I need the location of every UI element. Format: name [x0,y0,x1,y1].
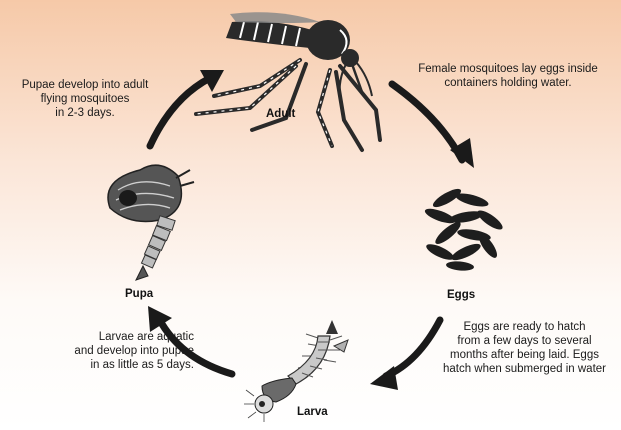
caption-line: Pupae develop into adult [10,78,160,92]
caption-larva-to-pupa: Larvae are aquatic and develop into pupa… [14,330,194,372]
stage-label-larva: Larva [297,406,328,418]
arrowhead-larva [370,366,398,390]
eggs-icon [423,186,505,272]
caption-line: and develop into pupae [14,344,194,358]
caption-line: Larvae are aquatic [14,330,194,344]
larva-icon [244,320,348,422]
caption-line: months after being laid. Eggs [432,348,617,362]
pupa-icon [108,165,194,280]
caption-line: in 2-3 days. [10,106,160,120]
caption-line: containers holding water. [408,76,608,90]
caption-line: Eggs are ready to hatch [432,320,617,334]
caption-line: in as little as 5 days. [14,358,194,372]
stage-label-adult: Adult [266,108,295,120]
arrow-adult-to-eggs [392,84,462,160]
caption-line: hatch when submerged in water [432,362,617,376]
stage-label-eggs: Eggs [447,289,475,301]
caption-pupa-to-adult: Pupae develop into adult flying mosquito… [10,78,160,120]
caption-line: flying mosquitoes [10,92,160,106]
caption-line: Female mosquitoes lay eggs inside [408,62,608,76]
caption-eggs-to-larva: Eggs are ready to hatch from a few days … [432,320,617,376]
caption-adult-to-eggs: Female mosquitoes lay eggs inside contai… [408,62,608,90]
stage-label-pupa: Pupa [125,288,153,300]
caption-line: from a few days to several [432,334,617,348]
adult-mosquito-icon [196,12,380,150]
